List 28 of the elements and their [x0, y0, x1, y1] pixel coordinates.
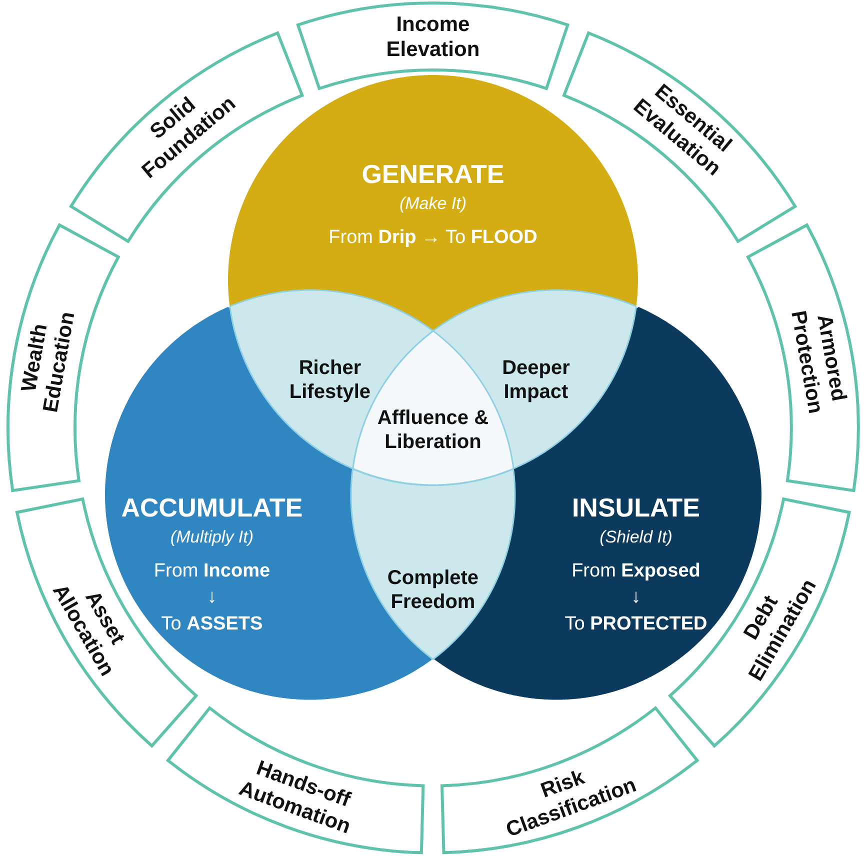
segment-label: Wealth Education: [16, 309, 81, 416]
region-subtitle: (Shield It): [600, 528, 672, 548]
overlap-region: [349, 466, 517, 661]
region-label: Richer Lifestyle: [288, 356, 372, 404]
segment-label: Income Elevation: [385, 11, 481, 62]
region-label: Deeper Impact: [501, 356, 571, 404]
ring-segment: [440, 706, 700, 855]
ring-segment: [746, 223, 860, 493]
ring-segment: [68, 30, 304, 243]
region-text: To ASSETS: [161, 612, 263, 636]
ring-segment: [166, 706, 426, 855]
region-subtitle: (Multiply It): [170, 528, 254, 548]
segment-label: Armored Protection: [784, 308, 851, 418]
ring-segment: [562, 30, 798, 243]
ring-segment: [6, 223, 120, 493]
region-text: From Income: [154, 558, 270, 583]
ring-segment: [296, 1, 570, 90]
region-title: ACCUMULATE: [121, 492, 303, 524]
region-subtitle: (Make It): [399, 194, 466, 214]
region-title: GENERATE: [362, 158, 504, 190]
region-text: From Exposed: [572, 558, 700, 583]
region-text: To PROTECTED: [564, 612, 708, 636]
region-label: Affluence & Liberation: [376, 406, 490, 454]
region-title: INSULATE: [572, 492, 700, 524]
region-text: From Drip → To FLOOD: [328, 226, 538, 250]
region-text: ↓: [631, 585, 641, 610]
region-text: ↓: [207, 585, 217, 610]
region-label: Complete Freedom: [386, 566, 480, 614]
